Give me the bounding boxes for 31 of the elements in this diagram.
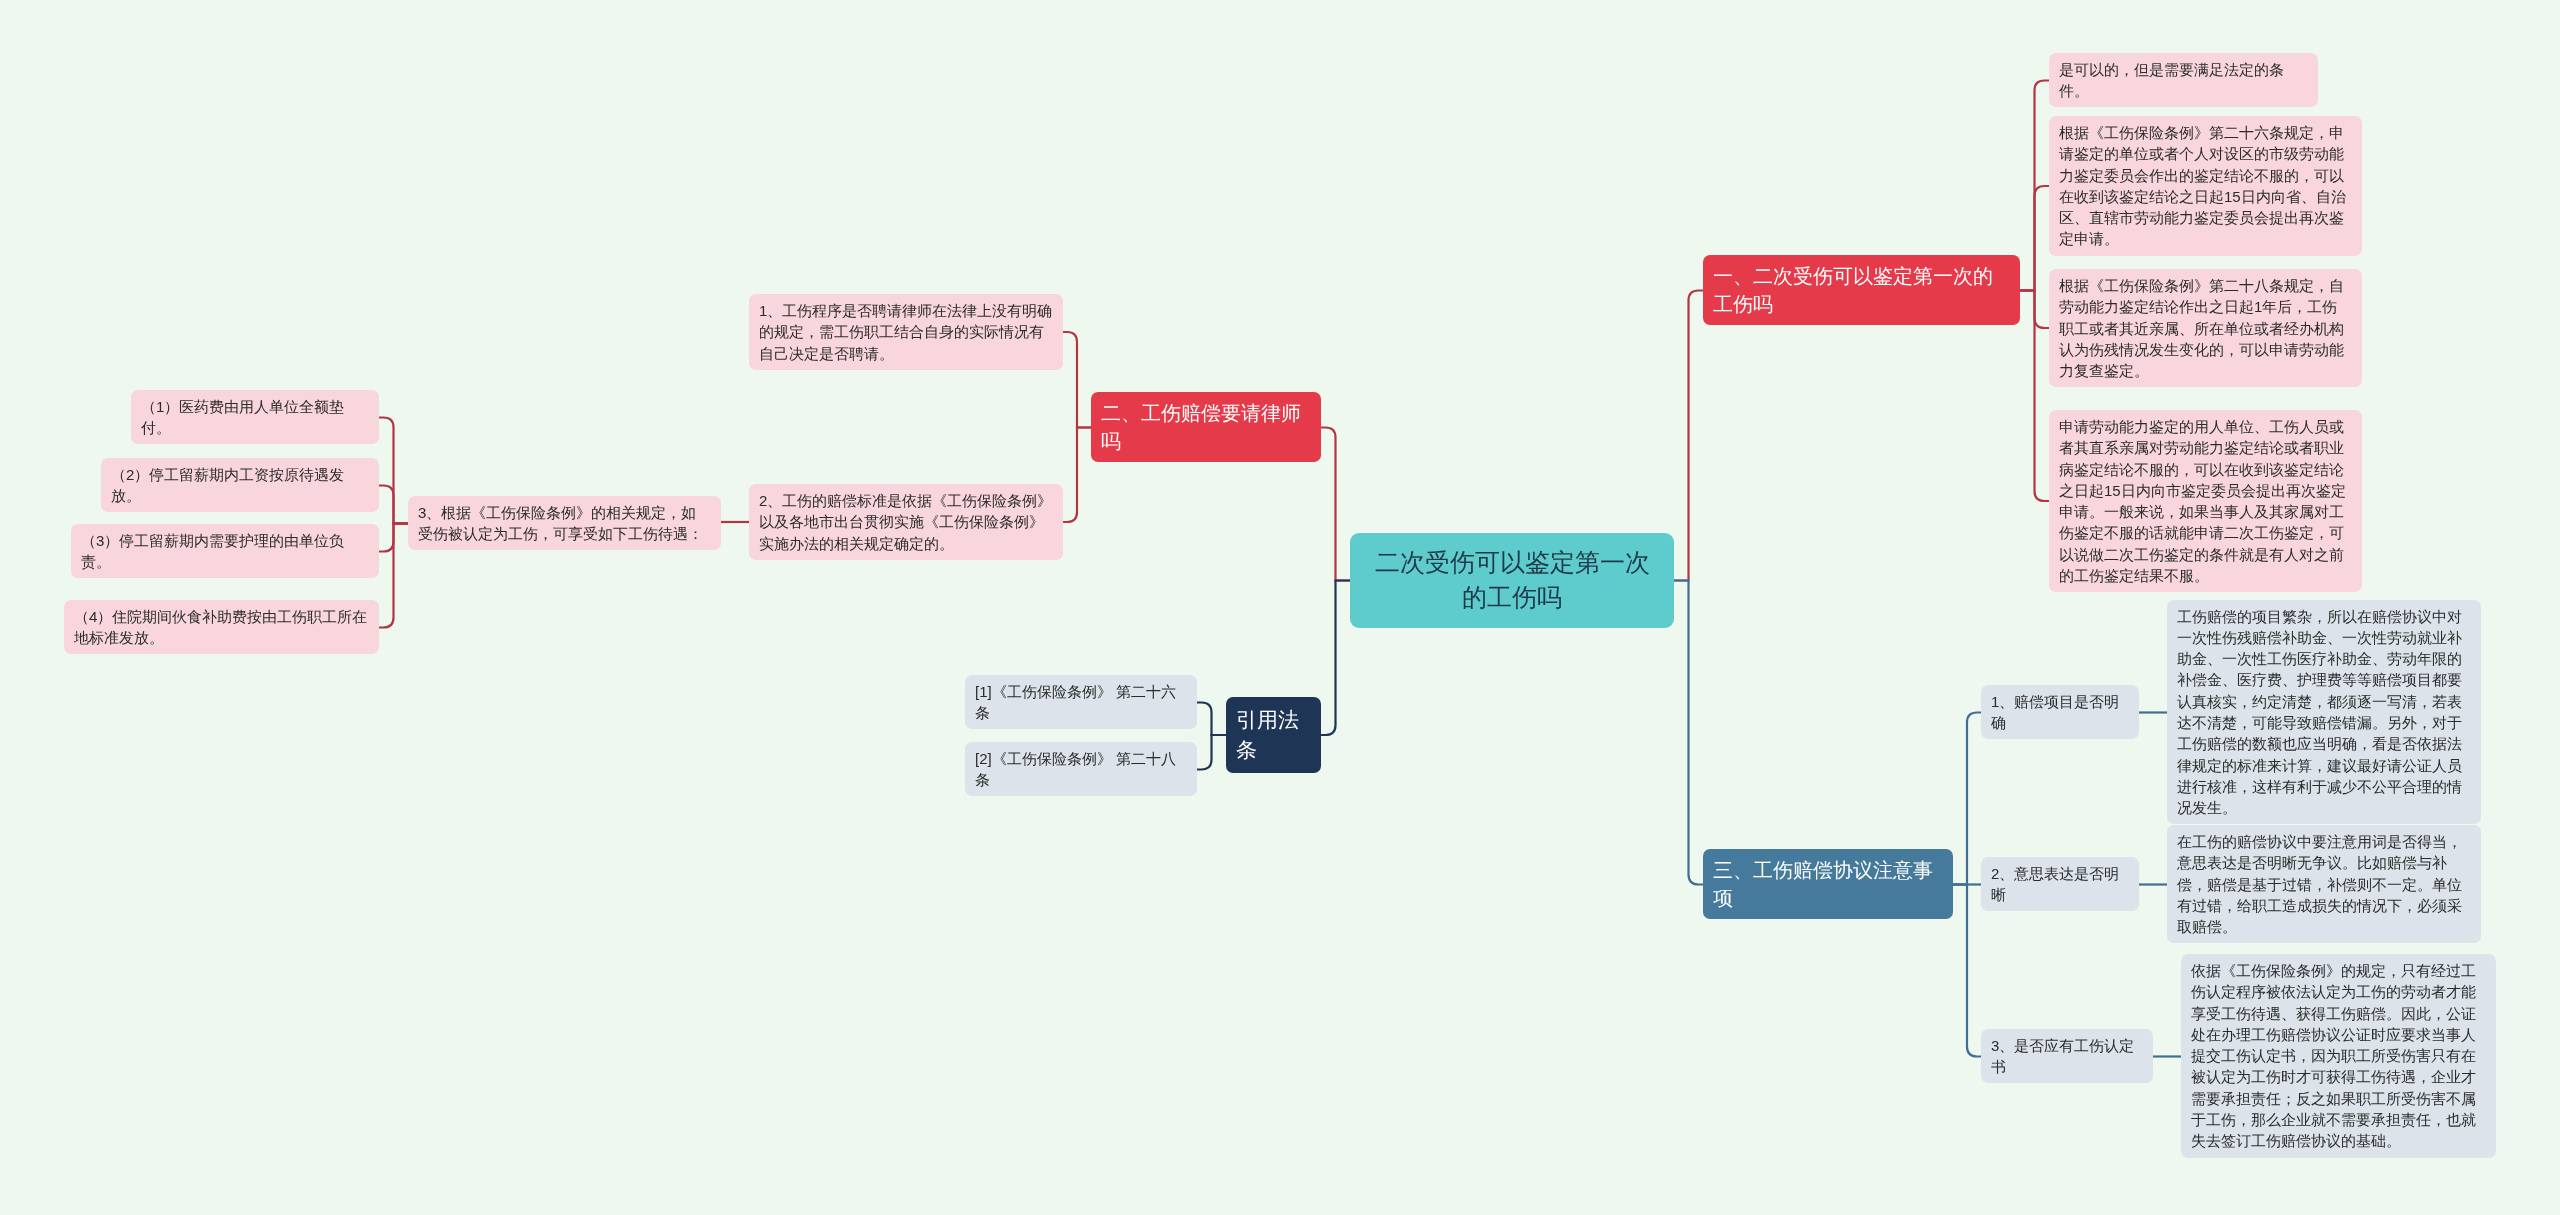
branch-topic-box: 引用法条 [1226,697,1321,773]
connector-line [2139,883,2167,886]
subtopic-box: 2、意思表达是否明晰 [1981,856,2139,912]
subtopic-box: （4）住院期间伙食补助费按由工伤职工所在地标准发放。 [64,599,379,655]
subtopic-box: 在工伤的赔偿协议中要注意用词是否得当，意思表达是否明晰无争议。比如赔偿与补偿，赔偿是基于过错，补偿则不一定。单位有过错，给职工造成损失的情况下，必须采取赔偿。 [2167,825,2481,944]
connector-line [2153,1055,2181,1058]
subtopic-box: 3、根据《工伤保险条例》的相关规定，如受伤被认定为工伤，可享受如下工伤待遇： [408,495,721,551]
subtopic-box: 工伤赔偿的项目繁杂，所以在赔偿协议中对一次性伤残赔偿补助金、一次性劳动就业补助金、一次性工伤医疗补助金、劳动年限的补偿金、医疗费、护理费等等赔偿项目都要认真核实，约定清楚，都须逐一写清，若表达不清楚，可能导致赔偿错漏。另外，对于工伤赔偿的数额也应当明确，看是否依据法律规定的标准来计算，建议最好请公证人员进行核准，这样有利于减少不公平合理的情况发生。 [2167,599,2481,825]
subtopic-box: 根据《工伤保险条例》第二十六条规定，申请鉴定的单位或者个人对设区的市级劳动能力鉴定委员会作出的鉴定结论不服的，可以在收到该鉴定结论之日起15日内向省、自治区、直辖市劳动能力鉴定委员会提出再次鉴定申请。 [2049,116,2362,256]
subtopic-box: [2]《工伤保险条例》 第二十八条 [965,741,1197,797]
subtopic-box: （2）停工留薪期内工资按原待遇发放。 [101,457,379,513]
subtopic-box: 是可以的，但是需要满足法定的条件。 [2049,52,2318,108]
branch-topic-box: 一、二次受伤可以鉴定第一次的工伤吗 [1703,254,2020,326]
subtopic-box: （1）医药费由用人单位全额垫付。 [131,389,379,445]
connector-line [721,520,749,524]
subtopic-box: 3、是否应有工伤认定书 [1981,1028,2153,1084]
subtopic-box: 依据《工伤保险条例》的规定，只有经过工伤认定程序被依法认定为工伤的劳动者才能享受工伤待遇、获得工伤赔偿。因此，公证处在办理工伤赔偿协议公证时应要求当事人提交工伤认定书，因为职工所受伤害只有在被认定为工伤时才可获得工伤待遇，企业才需要承担责任；反之如果职工所受伤害不属于工伤，那么企业就不需要承担责任，也就失去签订工伤赔偿协议的基础。 [2181,954,2496,1158]
central-topic-box: 二次受伤可以鉴定第一次的工伤吗 [1350,532,1674,628]
subtopic-box: 2、工伤的赔偿标准是依据《工伤保险条例》以及各地市出台贯彻实施《工伤保险条例》实施办法的相关规定确定的。 [749,484,1063,560]
subtopic-box: （3）停工留薪期内需要护理的由单位负责。 [71,523,379,579]
subtopic-box: [1]《工伤保险条例》 第二十六条 [965,674,1197,730]
subtopic-box: 根据《工伤保险条例》第二十八条规定，自劳动能力鉴定结论作出之日起1年后，工伤职工或者其近亲属、所在单位或者经办机构认为伤残情况发生变化的，可以申请劳动能力复查鉴定。 [2049,269,2362,388]
branch-topic-box: 二、工伤赔偿要请律师吗 [1091,391,1321,463]
connector-line [1197,733,1226,771]
connector-line [1953,883,1981,1058]
subtopic-box: 1、赔偿项目是否明确 [1981,684,2139,740]
branch-topic-box: 三、工伤赔偿协议注意事项 [1703,848,1953,920]
connector-line [1063,426,1091,524]
subtopic-box: 1、工伤程序是否聘请律师在法律上没有明确的规定，需工伤职工结合自身的实际情况有自己决定是否聘请。 [749,294,1063,370]
connector-line [2139,711,2167,714]
subtopic-box: 申请劳动能力鉴定的用人单位、工伤人员或者其直系亲属对劳动能力鉴定结论或者职业病鉴定结论不服的，可以在收到该鉴定结论之日起15日内向市鉴定委员会提出再次鉴定申请。一般来说，如果当事人及其家属对工伤鉴定不服的话就能申请二次工伤鉴定，可以说做二次工伤鉴定的条件就是有人对之前的工伤鉴定结果不服。 [2049,410,2362,593]
